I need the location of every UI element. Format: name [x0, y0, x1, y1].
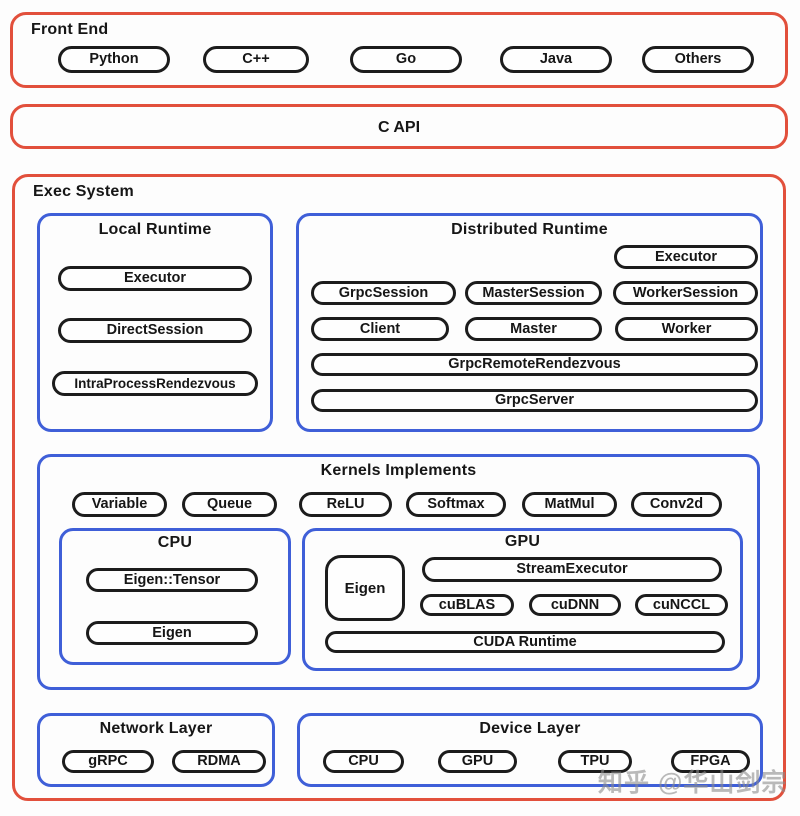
- front-end-item-java: Java: [500, 46, 612, 73]
- cpu-kernels-box: CPU Eigen::Tensor Eigen: [59, 528, 291, 665]
- gpu-kernels-box: GPU Eigen StreamExecutor cuBLAS cuDNN cu…: [302, 528, 743, 671]
- kernels-implements-title: Kernels Implements: [320, 462, 477, 479]
- device-layer-box: Device Layer CPU GPU TPU FPGA: [297, 713, 763, 787]
- grpcserver-pill: GrpcServer: [311, 389, 758, 412]
- front-end-item-others: Others: [642, 46, 754, 73]
- front-end-item-go: Go: [350, 46, 462, 73]
- op-variable: Variable: [72, 492, 167, 517]
- c-api-label: C API: [377, 119, 421, 136]
- rdma-pill: RDMA: [172, 750, 266, 773]
- exec-system-box: Exec System Local Runtime Executor Direc…: [12, 174, 786, 801]
- kernels-implements-box: Kernels Implements Variable Queue ReLU S…: [37, 454, 760, 690]
- gpu-kernels-title: GPU: [504, 533, 541, 550]
- local-runtime-executor: Executor: [58, 266, 252, 291]
- mastersession-pill: MasterSession: [465, 281, 602, 305]
- op-queue: Queue: [182, 492, 277, 517]
- distributed-runtime-title: Distributed Runtime: [451, 221, 608, 238]
- device-layer-title: Device Layer: [479, 720, 581, 737]
- front-end-box: Front End Python C++ Go Java Others: [10, 12, 788, 88]
- local-runtime-intraprocessrendezvous: IntraProcessRendezvous: [52, 371, 258, 396]
- c-api-box: C API: [10, 104, 788, 149]
- distributed-runtime-box: Distributed Runtime Executor GrpcSession…: [296, 213, 763, 432]
- cudnn-pill: cuDNN: [529, 594, 621, 616]
- exec-system-title: Exec System: [33, 183, 134, 200]
- front-end-item-cpp: C++: [203, 46, 309, 73]
- network-layer-box: Network Layer gRPC RDMA: [37, 713, 275, 787]
- workersession-pill: WorkerSession: [613, 281, 758, 305]
- client-pill: Client: [311, 317, 449, 341]
- op-relu: ReLU: [299, 492, 392, 517]
- front-end-title: Front End: [31, 21, 109, 38]
- device-gpu-pill: GPU: [438, 750, 517, 773]
- local-runtime-box: Local Runtime Executor DirectSession Int…: [37, 213, 273, 432]
- zhihu-watermark: 知乎 @华山剑宗: [598, 769, 788, 797]
- network-layer-title: Network Layer: [99, 720, 213, 737]
- master-pill: Master: [465, 317, 602, 341]
- worker-pill: Worker: [615, 317, 758, 341]
- streamexecutor-pill: StreamExecutor: [422, 557, 722, 582]
- local-runtime-directsession: DirectSession: [58, 318, 252, 343]
- cublas-pill: cuBLAS: [420, 594, 514, 616]
- distributed-executor: Executor: [614, 245, 758, 269]
- local-runtime-title: Local Runtime: [98, 221, 212, 238]
- cunccl-pill: cuNCCL: [635, 594, 728, 616]
- device-tpu-pill: TPU: [558, 750, 632, 773]
- grpcsession-pill: GrpcSession: [311, 281, 456, 305]
- eigen-tensor-pill: Eigen::Tensor: [86, 568, 258, 592]
- eigen-node-gpu: Eigen: [325, 555, 405, 621]
- op-matmul: MatMul: [522, 492, 617, 517]
- cuda-runtime-pill: CUDA Runtime: [325, 631, 725, 653]
- eigen-pill-cpu: Eigen: [86, 621, 258, 645]
- grpc-pill: gRPC: [62, 750, 154, 773]
- cpu-kernels-title: CPU: [157, 534, 193, 551]
- grpcremoterendezvous-pill: GrpcRemoteRendezvous: [311, 353, 758, 376]
- device-cpu-pill: CPU: [323, 750, 404, 773]
- op-conv2d: Conv2d: [631, 492, 722, 517]
- front-end-item-python: Python: [58, 46, 170, 73]
- op-softmax: Softmax: [406, 492, 506, 517]
- device-fpga-pill: FPGA: [671, 750, 750, 773]
